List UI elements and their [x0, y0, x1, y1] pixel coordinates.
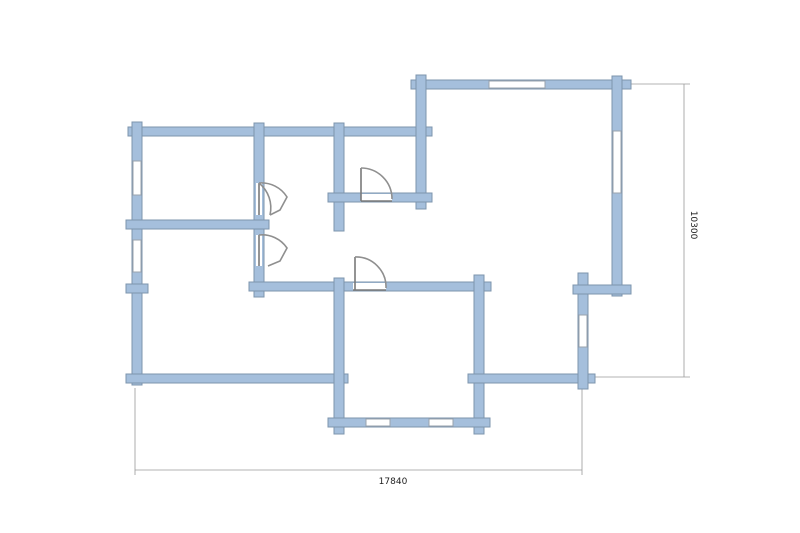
window — [428, 418, 454, 427]
window — [132, 160, 142, 196]
window — [612, 130, 622, 194]
door — [353, 256, 387, 291]
wall — [473, 274, 485, 435]
height-dimension — [595, 83, 690, 378]
wall — [467, 373, 596, 384]
wall — [333, 122, 345, 232]
width-dimension — [134, 388, 583, 475]
height-dimension-label: 10300 — [688, 211, 698, 240]
door — [256, 234, 288, 267]
door — [256, 182, 288, 216]
window — [365, 418, 391, 427]
wall — [333, 277, 345, 435]
windows — [132, 80, 622, 427]
wall — [125, 373, 349, 384]
wall — [415, 74, 427, 210]
wall — [572, 284, 632, 295]
window — [488, 80, 546, 89]
window — [578, 314, 588, 348]
door — [360, 167, 393, 202]
wall — [327, 417, 491, 428]
wall — [125, 283, 149, 294]
walls — [125, 74, 632, 435]
doors — [256, 167, 393, 291]
wall — [125, 219, 270, 230]
wall — [127, 126, 433, 137]
window — [132, 239, 142, 273]
width-dimension-label: 17840 — [379, 477, 408, 487]
